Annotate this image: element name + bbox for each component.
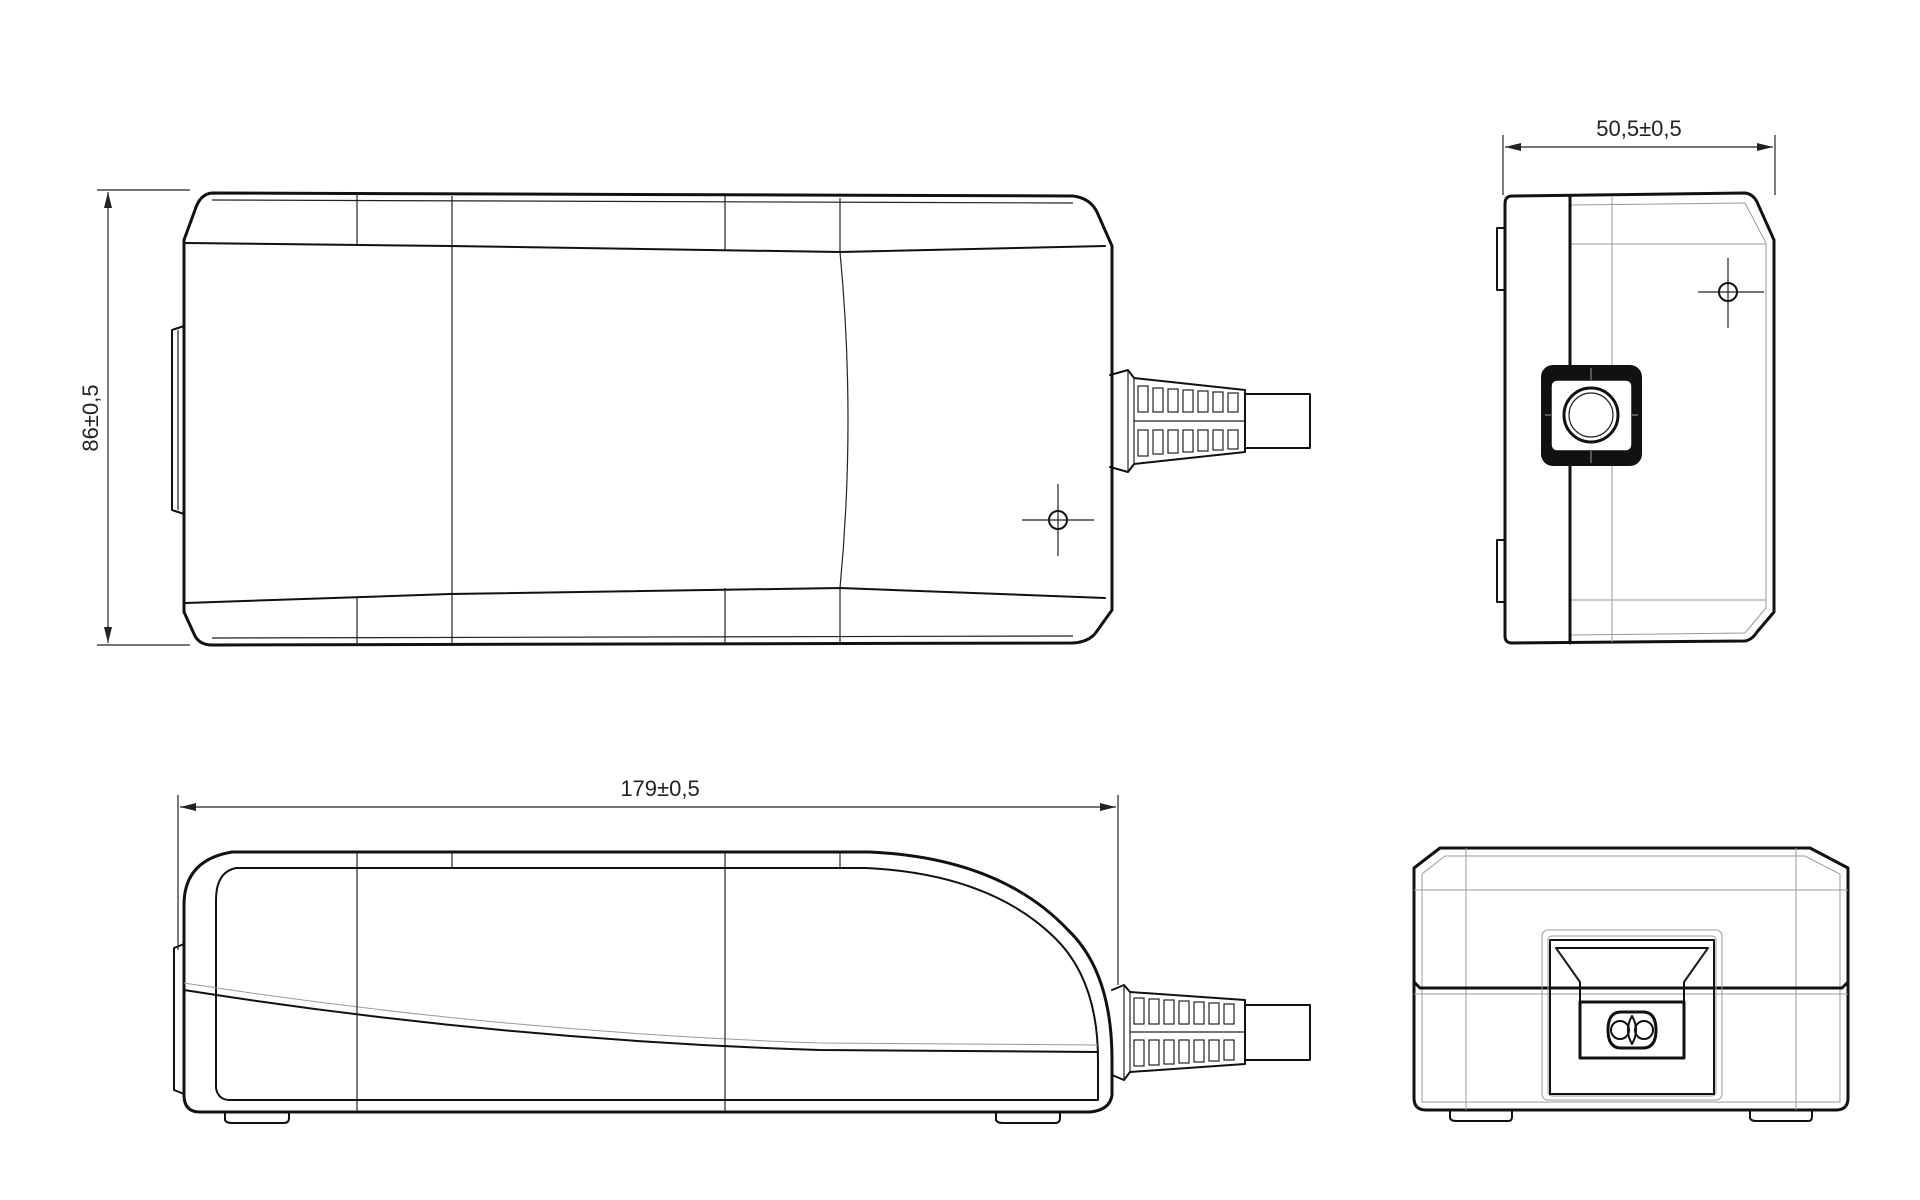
center-mark-icon [1022,484,1094,556]
top-view [171,191,1311,647]
dc-output-socket [1541,365,1642,466]
cable-strain-relief [1109,369,1311,473]
side-view [173,850,1311,1124]
height-dimension-label: 86±0,5 [78,384,103,451]
ac-inlet-socket [1541,929,1723,1101]
height-dimension: 86±0,5 [78,189,190,646]
front-view-ac-inlet [1412,846,1850,1122]
length-dimension-label: 179±0,5 [620,776,699,801]
cable-strain-relief [1111,984,1311,1081]
end-view-dc-output [1496,191,1776,645]
center-mark-icon [1698,258,1764,328]
length-dimension: 179±0,5 [177,776,1119,985]
width-dimension: 50,5±0,5 [1502,116,1776,195]
width-dimension-label: 50,5±0,5 [1596,116,1681,141]
